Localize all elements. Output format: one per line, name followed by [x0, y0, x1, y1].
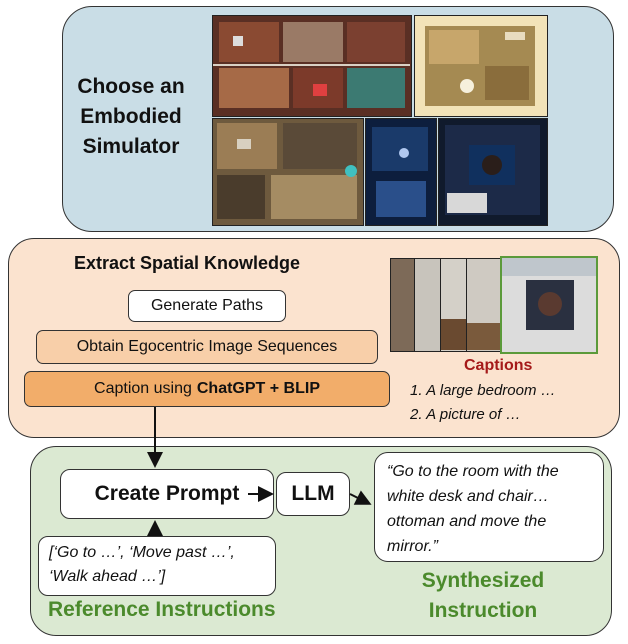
- captions-title: Captions: [464, 357, 533, 374]
- floorplan-bottom-right-art: [445, 125, 540, 215]
- reference-instructions-label: Reference Instructions: [48, 598, 276, 621]
- floorplan-bottom-left-art: [217, 123, 357, 219]
- caption-line-1: 1. A large bedroom …: [410, 382, 556, 399]
- floorplan-bottom-left: [212, 118, 364, 226]
- synthesized-instruction-label: Synthesized Instruction: [421, 569, 545, 622]
- floorplan-bottom-middle: [365, 118, 437, 226]
- floorplan-bottom-middle-art: [372, 127, 428, 217]
- llm-box: LLM: [276, 472, 350, 516]
- floorplan-top-left-art: [213, 22, 410, 108]
- reference-instructions-box: [‘Go to …’, ‘Move past …’, ‘Walk ahead ……: [38, 536, 276, 596]
- floorplan-top-left: [212, 15, 412, 117]
- caption-box-prefix: Caption using: [94, 380, 192, 397]
- caption-box-model: ChatGPT + BLIP: [196, 380, 320, 397]
- create-prompt-box: Create Prompt: [60, 469, 274, 519]
- egocentric-frame-4: [466, 258, 502, 352]
- egocentric-frame-5-art: [502, 258, 596, 330]
- caption-line-2: 2. A picture of …: [410, 406, 521, 423]
- egocentric-frame-5: [500, 256, 598, 354]
- synthesized-output-box: “Go to the room with the white desk and …: [374, 452, 604, 562]
- spatial-knowledge-title: Extract Spatial Knowledge: [74, 253, 301, 273]
- egocentric-frame-4-art: [467, 323, 500, 350]
- generate-paths-box: Generate Paths: [128, 290, 286, 322]
- floorplan-top-right-art: [425, 26, 535, 106]
- floorplan-top-right: [414, 15, 548, 117]
- arrow-llm-to-output: [349, 490, 372, 505]
- obtain-sequences-box: Obtain Egocentric Image Sequences: [36, 330, 378, 364]
- caption-box: Caption using ChatGPT + BLIP: [24, 371, 390, 407]
- floorplan-bottom-right: [438, 118, 548, 226]
- simulator-title: Choose an Embodied Simulator: [77, 75, 185, 158]
